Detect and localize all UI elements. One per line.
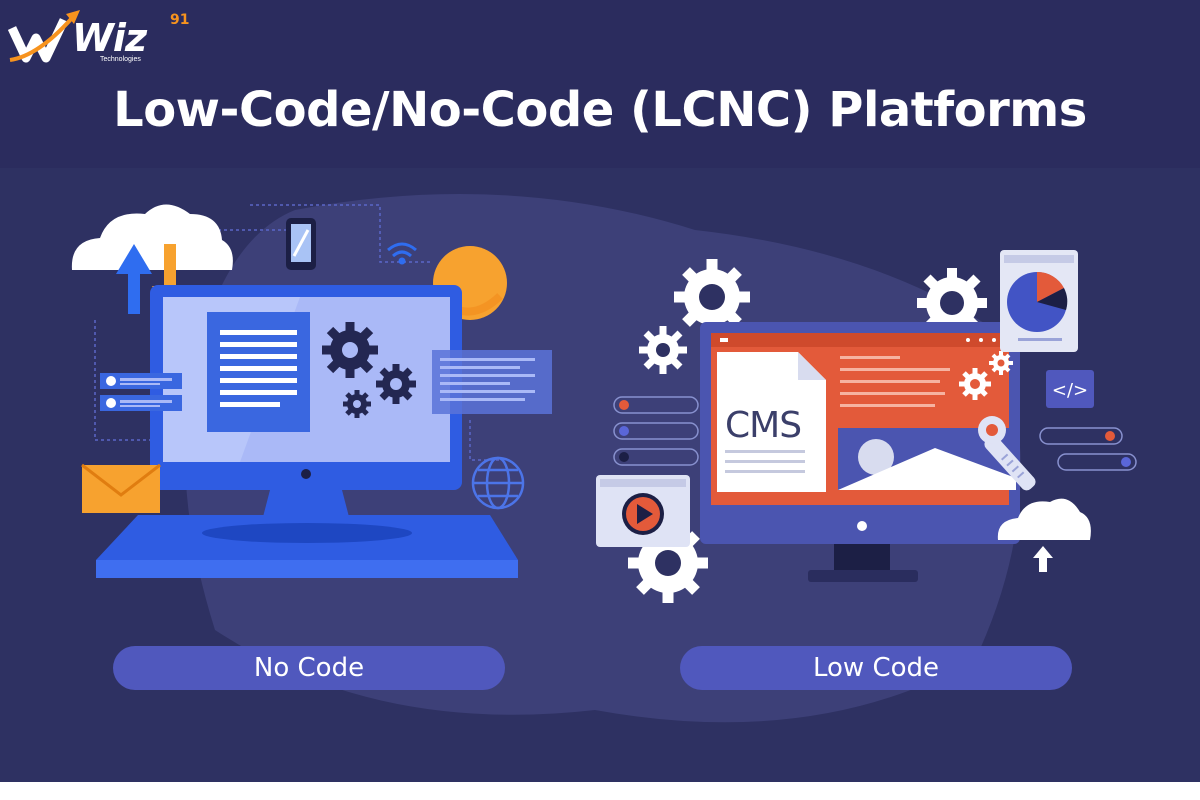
code-tag-label: </> [1052,380,1088,401]
upload-arrow-icon [116,244,152,314]
user-card-icon [100,373,182,389]
logo-tagline: Technologies [100,56,141,63]
screen-text-lines [840,356,950,407]
brand-logo: Wiz 91 Technologies [7,6,198,66]
cms-file-icon: CMS [717,352,826,492]
cloud-icon [71,204,233,270]
gear-icon [917,268,987,338]
logo-wordmark: Wiz [72,16,147,60]
no-code-label: No Code [253,653,365,683]
low-code-label: Low Code [812,653,940,683]
bottom-strip [0,782,1200,800]
wrench-icon [978,416,1036,491]
pie-chart-icon [1000,250,1078,352]
gear-icon [639,326,687,374]
toggle-icon [613,396,699,466]
globe-icon [471,456,525,510]
document-icon [207,312,310,432]
code-icon: </> [1046,370,1094,408]
header-band [0,0,1200,168]
gear-icon [959,368,991,400]
illustration: CMS </> [71,204,1137,603]
envelope-icon [81,463,161,513]
gear-icon [674,259,750,335]
gear-icon [628,523,708,603]
wifi-icon [387,242,417,265]
smartphone-icon [286,218,316,270]
gear-icon [343,390,371,418]
keyboard-icon [96,515,518,578]
user-card-icon [100,395,182,411]
logo-w-mark-icon [7,10,80,63]
logo-superscript: 91 [170,12,190,28]
infographic: Wiz 91 Technologies Low-Code/No-Code (LC… [0,0,1200,782]
toggle-icon [1039,427,1137,471]
no-code-illustration [71,204,552,578]
low-code-illustration: CMS </> [596,250,1137,603]
low-code-label-pill: Low Code [680,646,1072,690]
no-code-label-pill: No Code [113,646,505,690]
page-title: Low-Code/No-Code (LCNC) Platforms [113,82,1087,138]
play-button-icon [596,475,690,547]
cms-label: CMS [725,405,801,446]
gear-icon [322,322,378,378]
gear-icon [376,364,416,404]
cloud-upload-icon [997,498,1091,572]
gear-icon [989,351,1013,375]
text-panel [432,350,552,414]
